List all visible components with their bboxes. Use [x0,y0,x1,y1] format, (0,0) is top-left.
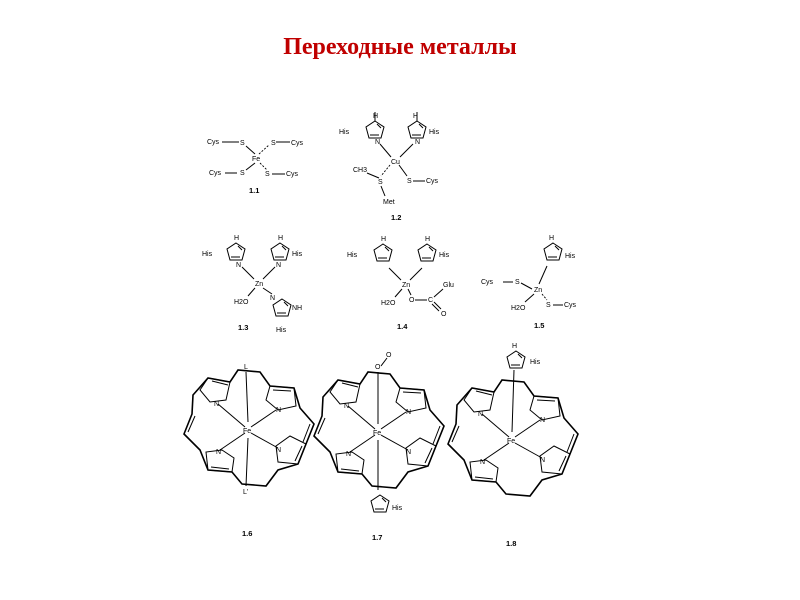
svg-text:Cys: Cys [207,139,220,146]
svg-text:His: His [392,505,403,512]
svg-text:N: N [415,139,420,146]
svg-text:Cys: Cys [209,170,222,177]
svg-text:His: His [347,252,358,259]
svg-text:H: H [234,235,239,242]
structure-1-1: Cys S S Cys Fe S Cys S Cys 1.1 [207,139,304,195]
svg-text:N: N [214,401,219,408]
svg-text:L: L [244,364,248,371]
svg-text:N: N [406,449,411,456]
svg-text:Cu: Cu [391,159,400,166]
svg-text:1.2: 1.2 [391,213,401,222]
svg-text:Cys: Cys [291,140,304,147]
svg-text:S: S [271,140,276,147]
svg-text:1.8: 1.8 [506,539,516,548]
svg-text:H2O: H2O [511,305,526,312]
svg-text:H2O: H2O [381,300,396,307]
svg-text:Zn: Zn [534,287,542,294]
svg-text:N: N [276,407,281,414]
svg-text:1.4: 1.4 [397,322,408,331]
svg-text:NH: NH [292,305,302,312]
svg-text:N: N [375,139,380,146]
svg-text:N: N [276,447,281,454]
svg-text:Fe: Fe [507,438,515,445]
svg-text:Cys: Cys [426,178,439,185]
svg-text:H: H [278,235,283,242]
svg-text:O: O [409,297,415,304]
svg-text:His: His [429,129,440,136]
svg-text:His: His [565,253,576,260]
svg-text:H: H [381,236,386,243]
svg-text:N: N [344,403,349,410]
svg-text:S: S [240,170,245,177]
svg-text:Glu: Glu [443,282,454,289]
svg-text:Cys: Cys [564,302,577,309]
svg-text:S: S [407,178,412,185]
svg-text:N: N [276,262,281,269]
svg-text:H: H [512,343,517,350]
structure-1-4: H H His His Zn H2O O C Glu O 1.4 [347,236,454,331]
svg-text:Met: Met [383,199,395,206]
structure-1-2: H H His His N N Cu CH3 S Met S Cys 1.2 [339,112,440,222]
svg-text:Fe: Fe [243,428,251,435]
structure-1-5: H His Zn S Cys H2O S Cys 1.5 [481,235,577,330]
svg-text:O: O [441,311,447,318]
svg-text:N: N [406,409,411,416]
svg-text:S: S [240,140,245,147]
svg-text:His: His [530,359,541,366]
svg-text:His: His [292,251,303,258]
svg-text:N: N [540,457,545,464]
svg-text:S: S [546,302,551,309]
svg-text:N: N [236,262,241,269]
svg-text:N: N [480,459,485,466]
structure-1-8: H His Fe N N N N 1.8 [447,343,579,548]
structure-1-3: H H His His N N Zn H2O N NH His 1.3 [202,235,303,334]
svg-text:His: His [439,252,450,259]
svg-text:S: S [265,171,270,178]
svg-text:S: S [378,179,383,186]
svg-text:H2O: H2O [234,299,249,306]
structure-1-7: O O Fe N N N N His 1.7 [313,352,445,542]
svg-text:O: O [386,352,392,359]
svg-text:C: C [428,297,433,304]
svg-text:His: His [276,327,287,334]
svg-text:His: His [339,129,350,136]
svg-text:H: H [425,236,430,243]
svg-text:N: N [540,417,545,424]
svg-text:N: N [346,451,351,458]
svg-text:Cys: Cys [286,171,299,178]
svg-text:L': L' [243,489,248,496]
svg-text:1.7: 1.7 [372,533,382,542]
svg-text:His: His [202,251,213,258]
svg-text:H: H [549,235,554,242]
svg-text:Fe: Fe [252,156,260,163]
svg-text:H: H [373,113,378,120]
svg-text:CH3: CH3 [353,167,367,174]
svg-text:1.1: 1.1 [249,186,259,195]
svg-text:N: N [478,411,483,418]
svg-text:N: N [270,295,275,302]
svg-text:H: H [413,113,418,120]
svg-text:Cys: Cys [481,279,494,286]
structure-1-6: L L' Fe N N N N 1.6 [183,364,315,538]
svg-text:1.3: 1.3 [238,323,248,332]
svg-text:Fe: Fe [373,430,381,437]
svg-text:1.5: 1.5 [534,321,544,330]
svg-text:N: N [216,449,221,456]
slide-title: Переходные металлы [283,34,517,60]
svg-text:Zn: Zn [402,282,410,289]
svg-text:Zn: Zn [255,281,263,288]
svg-text:O: O [375,364,381,371]
svg-text:1.6: 1.6 [242,529,252,538]
svg-text:S: S [515,279,520,286]
